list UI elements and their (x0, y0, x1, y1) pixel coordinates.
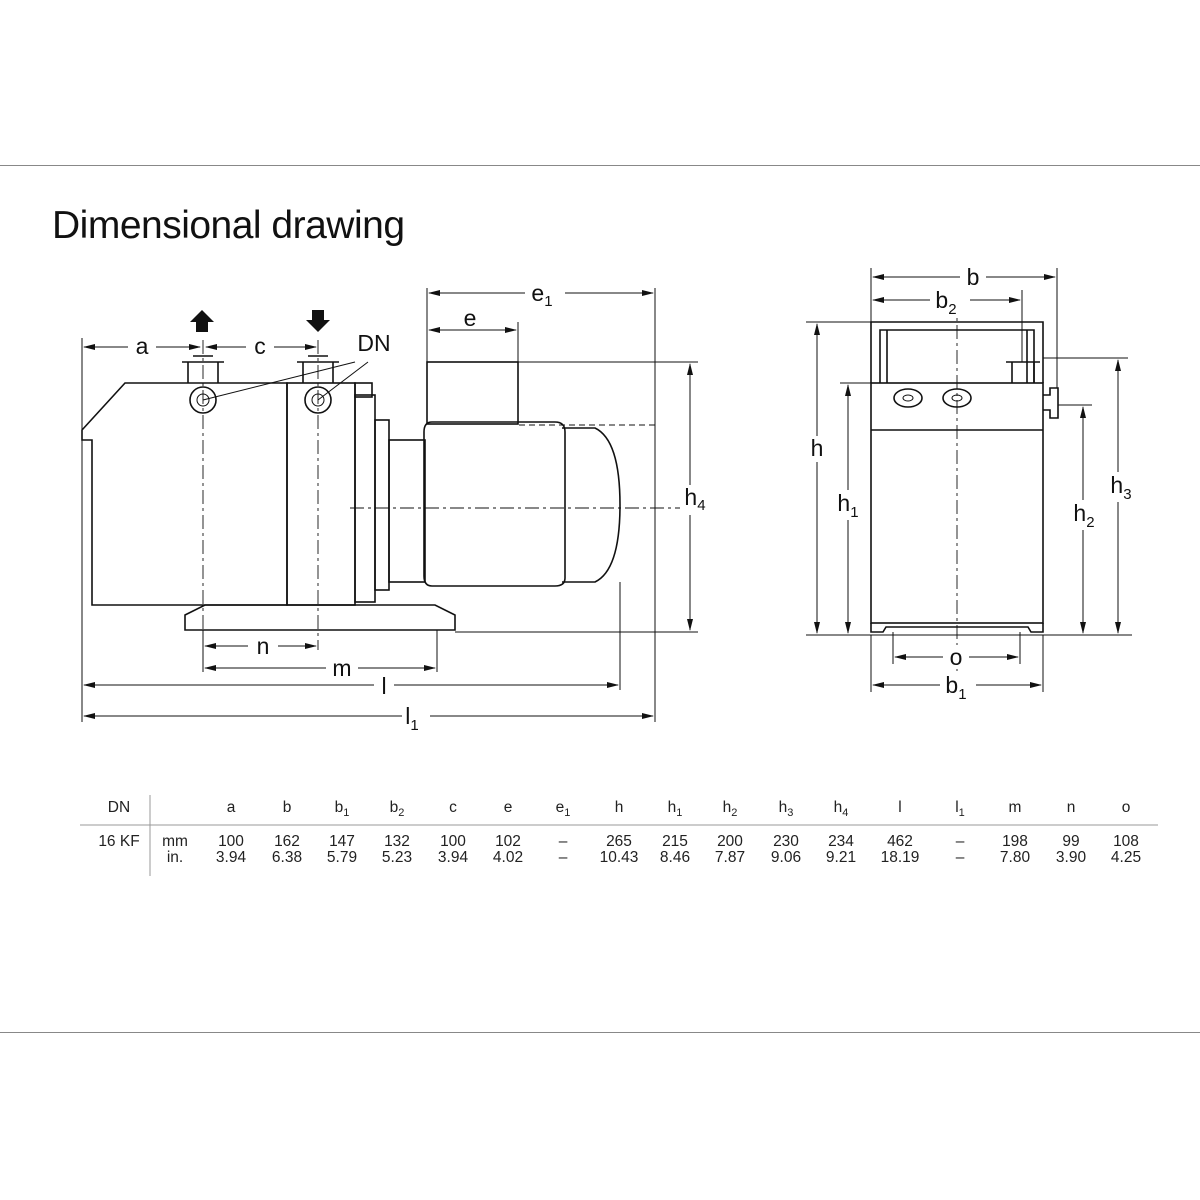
table-column-header: e (503, 799, 513, 816)
table-cell-in: 5.23 (381, 849, 413, 866)
dim-label-e: e (464, 305, 477, 331)
table-cell-mm: 200 (717, 833, 743, 850)
table-column-header: h1 (667, 799, 683, 820)
table-cell-in: 18.19 (880, 849, 920, 866)
table-cell-mm: 132 (384, 833, 410, 850)
table-cell-mm: 147 (329, 833, 355, 850)
coupling-housing (388, 439, 426, 583)
exhaust-arrow-icon (190, 310, 214, 332)
table-column-header: b (282, 799, 292, 816)
exhaust-port (189, 386, 217, 414)
table-cell-mm: 100 (218, 833, 244, 850)
table-cell-mm: 265 (606, 833, 632, 850)
base-frame (184, 604, 456, 631)
table-column-header: b2 (389, 799, 405, 820)
table-column-header: n (1066, 799, 1076, 816)
port-1 (893, 388, 923, 408)
table-column-header: l1 (955, 799, 965, 820)
dim-label-c: c (254, 333, 266, 359)
table-unit-in: in. (166, 849, 184, 866)
dim-label-b2: b2 (935, 287, 956, 318)
table-cell-in: 5.79 (326, 849, 358, 866)
table-column-header: o (1121, 799, 1131, 816)
table-cell-in: – (955, 849, 965, 866)
table-cell-mm: 99 (1062, 833, 1080, 850)
front-view: b b2 h h1 h2 h3 o b1 (805, 264, 1138, 703)
table-cell-in: 8.46 (659, 849, 691, 866)
bottom-rule (0, 1032, 1200, 1033)
pump-end-block (286, 382, 356, 606)
table-cell-mm: 462 (887, 833, 913, 850)
intermediate-plate (354, 394, 376, 603)
exhaust-flange (182, 355, 224, 383)
valve-block (354, 382, 373, 398)
table-cell-mm: 230 (773, 833, 799, 850)
intake-port (304, 386, 332, 414)
table-cell-mm: 108 (1113, 833, 1139, 850)
dim-label-h1: h1 (837, 490, 858, 521)
table-dn-value: 16 KF (98, 833, 140, 850)
table-cell-mm: 215 (662, 833, 688, 850)
table-column-header: m (1008, 799, 1022, 816)
table-column-header: c (449, 799, 457, 816)
dim-label-h: h (811, 435, 824, 461)
side-port (1043, 387, 1059, 419)
dim-label-h3: h3 (1110, 472, 1131, 503)
terminal-box (426, 361, 519, 425)
dim-label-b1: b1 (945, 672, 966, 703)
table-column-header: a (226, 799, 236, 816)
table-cell-mm: – (558, 833, 568, 850)
dim-label-a: a (136, 333, 149, 359)
intake-flange (297, 355, 339, 383)
table-unit-mm: mm (162, 833, 188, 850)
table-cell-in: 7.87 (714, 849, 746, 866)
pump-body (81, 382, 288, 606)
table-cell-in: – (558, 849, 568, 866)
side-view: a c DN e e1 h4 n m l l1 (81, 280, 710, 734)
dim-label-m: m (332, 655, 351, 681)
page-title: Dimensional drawing (52, 204, 405, 247)
table-cell-mm: 198 (1002, 833, 1028, 850)
table-column-header: l (898, 799, 902, 816)
dim-label-l: l (381, 673, 386, 699)
table-column-header: h2 (722, 799, 738, 820)
table-cell-in: 10.43 (599, 849, 639, 866)
top-flange (1006, 361, 1040, 383)
table-cell-in: 3.94 (437, 849, 469, 866)
table-cell-in: 6.38 (271, 849, 303, 866)
dim-label-b: b (967, 264, 980, 290)
fan-cover (562, 427, 621, 583)
table-column-header: h (614, 799, 624, 816)
dim-label-h4: h4 (684, 484, 705, 514)
table-column-header: h3 (778, 799, 794, 820)
table-column-header: b1 (334, 799, 350, 820)
table-cell-mm: 100 (440, 833, 466, 850)
table-cell-mm: – (955, 833, 965, 850)
dim-label-n: n (257, 633, 270, 659)
table-cell-in: 4.02 (492, 849, 524, 866)
dim-label-dn: DN (357, 330, 390, 356)
table-cell-in: 4.25 (1110, 849, 1142, 866)
dim-label-o: o (950, 644, 963, 670)
dim-label-l1: l1 (405, 703, 418, 734)
table-column-header: e1 (555, 799, 571, 820)
table-cell-in: 7.80 (999, 849, 1031, 866)
table-column-header: h4 (833, 799, 849, 820)
dim-label-e1: e1 (531, 280, 552, 310)
dim-label-h2: h2 (1073, 500, 1094, 531)
terminal-box-envelope (518, 361, 656, 426)
table-cell-mm: 102 (495, 833, 521, 850)
table-cell-in: 3.94 (215, 849, 247, 866)
flange (374, 419, 390, 591)
top-rule (0, 165, 1200, 166)
table-cell-mm: 234 (828, 833, 854, 850)
motor (423, 421, 566, 587)
table-cell-in: 9.06 (770, 849, 802, 866)
table-cell-mm: 162 (274, 833, 300, 850)
table-cell-in: 3.90 (1055, 849, 1087, 866)
intake-arrow-icon (306, 310, 330, 332)
table-cell-in: 9.21 (825, 849, 857, 866)
table-header-dn: DN (107, 799, 131, 816)
